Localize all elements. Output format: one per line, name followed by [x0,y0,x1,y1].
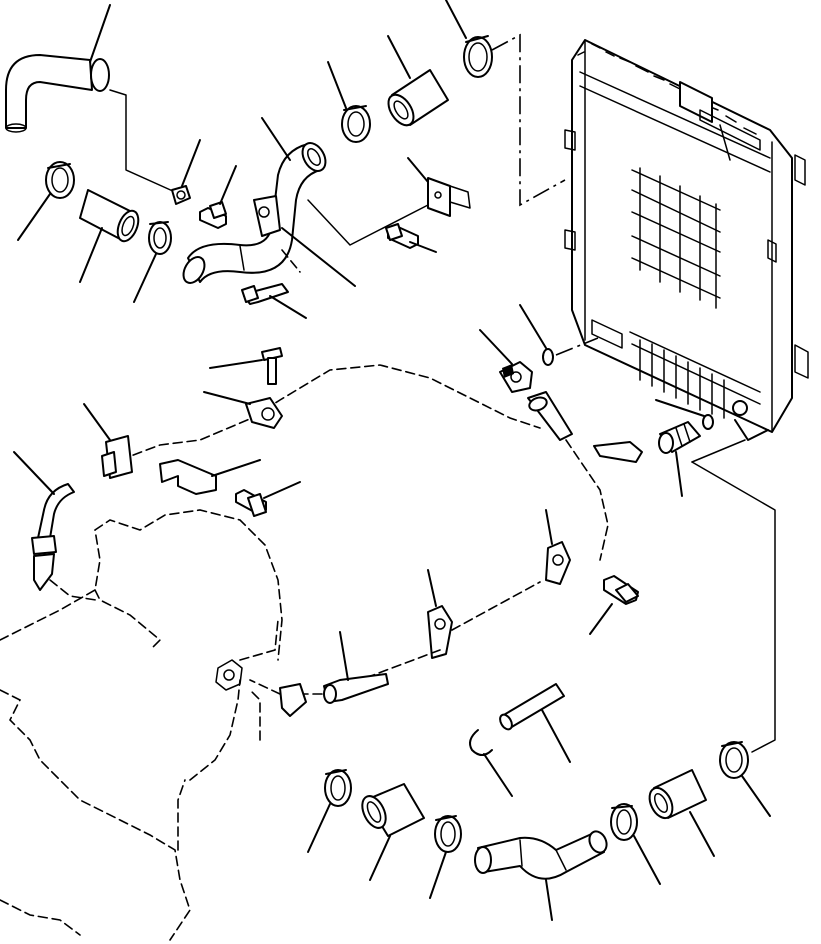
bolt-clip [261,347,283,385]
engine [0,509,283,941]
bolt-bracket-left [235,489,267,517]
upper-hose-clamp-left [45,161,75,199]
lower-hose-right [648,769,707,820]
clip-upper [245,397,283,429]
clip-right [545,541,571,585]
upper-hose-clamp-left-2 [148,221,172,255]
bracket-left [159,459,217,495]
o-ring [542,348,554,366]
bolt-lower-elbow [241,283,289,305]
sensor-elbow [499,361,533,393]
lower-hose-clamp-left [324,769,352,807]
lower-hose-clamp-right [610,803,638,841]
lower-hose-clamp-left-2 [434,815,462,853]
radiator-core [631,167,721,309]
washer [171,185,191,205]
clip-mid [427,605,453,659]
fitting-hose-right [593,441,643,463]
bracket-upper [427,177,471,217]
lower-small-fitting [323,673,389,704]
lower-nut [279,683,307,717]
tube-left [31,483,75,591]
bolt-bracket [385,223,419,249]
clip-left [101,435,133,479]
lower-fitting [658,414,714,454]
bolt-right [603,575,639,605]
spring-clip [469,729,493,756]
lower-elbow-hose [474,830,608,880]
upper-hose-clamp-top [463,35,493,78]
drain-hose-fitting [527,391,573,441]
upper-elbow-hose [182,142,327,284]
radiator [564,39,809,441]
upper-straight-hose [387,69,449,127]
bolt-upper [199,201,227,229]
short-tube [499,683,565,731]
lower-hose-left [361,783,425,837]
upper-short-hose-left [79,189,140,243]
upper-hose-clamp-mid [341,105,371,143]
lower-hose-clamp-right-2 [719,741,749,779]
upper-bypass-hose [5,54,110,133]
